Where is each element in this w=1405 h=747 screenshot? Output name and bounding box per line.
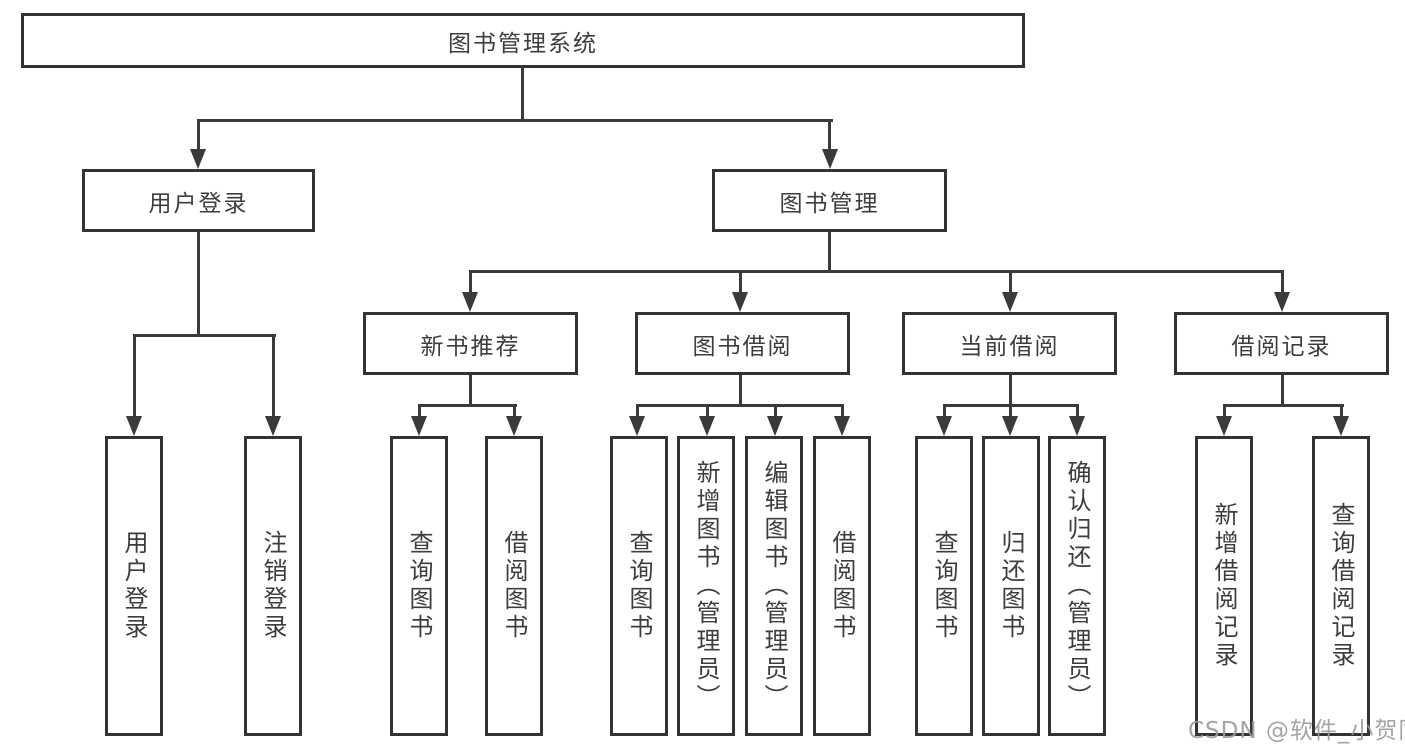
node-label: 编辑图书（管理员） [760, 460, 788, 712]
arrowhead-down [1002, 292, 1018, 312]
connector-line [197, 119, 200, 151]
connector-line [197, 119, 833, 122]
node-label: 新增图书（管理员） [692, 460, 720, 712]
node-leaf-return-books: 归还图书 [982, 436, 1040, 736]
arrowhead-down [506, 416, 522, 436]
node-leaf-query-books-recommend: 查询图书 [390, 436, 448, 736]
connector-line [1281, 375, 1284, 406]
arrowhead-down [834, 416, 850, 436]
connector-line [133, 334, 136, 418]
node-label: 查询图书 [930, 530, 958, 642]
connector-line [1009, 375, 1012, 406]
connector-line [521, 68, 524, 121]
arrowhead-down [411, 416, 427, 436]
node-leaf-user-login: 用户登录 [105, 436, 163, 736]
arrowhead-down [1333, 416, 1349, 436]
arrowhead-down [1216, 416, 1232, 436]
node-label: 查询借阅记录 [1327, 502, 1355, 670]
connector-line [469, 375, 472, 406]
arrowhead-down [629, 416, 645, 436]
node-label: 查询图书 [625, 530, 653, 642]
node-label: 图书管理 [779, 190, 880, 217]
connector-line [133, 334, 276, 337]
connector-line [469, 270, 1284, 273]
node-label: 借阅记录 [1231, 333, 1332, 360]
arrowhead-down [767, 416, 783, 436]
arrowhead-down [190, 149, 206, 169]
arrowhead-down [1069, 416, 1085, 436]
connector-line [1076, 404, 1079, 420]
connector-line [1340, 404, 1343, 420]
connector-line [706, 404, 709, 420]
connector-line [943, 404, 946, 420]
connector-line [636, 404, 844, 407]
connector-line [197, 232, 200, 336]
node-book-management-system: 图书管理系统 [21, 13, 1025, 68]
node-leaf-edit-books-admin: 编辑图书（管理员） [745, 436, 803, 736]
node-label: 图书管理系统 [448, 30, 598, 57]
node-leaf-query-books-current: 查询图书 [915, 436, 973, 736]
connector-line [739, 375, 742, 406]
node-label: 注销登录 [259, 530, 287, 642]
node-label: 用户登录 [148, 190, 249, 217]
connector-line [739, 270, 742, 295]
node-leaf-logout: 注销登录 [244, 436, 302, 736]
node-user-login: 用户登录 [82, 169, 315, 232]
node-label: 查询图书 [405, 530, 433, 642]
connector-line [1009, 404, 1012, 420]
arrowhead-down [265, 416, 281, 436]
connector-line [1009, 270, 1012, 295]
arrowhead-down [699, 416, 715, 436]
node-leaf-confirm-return-admin: 确认归还（管理员） [1048, 436, 1106, 736]
csdn-watermark: CSDN @软件_小贺同学 [1188, 718, 1405, 744]
arrowhead-down [1002, 416, 1018, 436]
node-current-borrowing: 当前借阅 [902, 312, 1117, 375]
connector-line [418, 404, 517, 407]
node-label: 当前借阅 [959, 333, 1060, 360]
connector-line [774, 404, 777, 420]
node-label: 新书推荐 [420, 333, 521, 360]
arrowhead-down [822, 149, 838, 169]
node-book-management: 图书管理 [712, 169, 947, 232]
node-book-borrowing: 图书借阅 [635, 312, 850, 375]
node-new-book-recommendation: 新书推荐 [363, 312, 578, 375]
node-label: 借阅图书 [500, 530, 528, 642]
node-leaf-query-borrow-record: 查询借阅记录 [1312, 436, 1370, 736]
node-leaf-query-books-borrowing: 查询图书 [610, 436, 668, 736]
arrowhead-down [732, 292, 748, 312]
connector-line [418, 404, 421, 420]
connector-line [1223, 404, 1344, 407]
arrowhead-down [936, 416, 952, 436]
node-leaf-borrow-books: 借阅图书 [813, 436, 871, 736]
node-label: 确认归还（管理员） [1063, 460, 1091, 712]
node-label: 归还图书 [997, 530, 1025, 642]
node-label: 新增借阅记录 [1210, 502, 1238, 670]
connector-line [1281, 270, 1284, 295]
connector-line [469, 270, 472, 295]
connector-line [828, 232, 831, 273]
connector-line [272, 334, 275, 418]
node-leaf-add-borrow-record: 新增借阅记录 [1195, 436, 1253, 736]
node-leaf-add-books-admin: 新增图书（管理员） [677, 436, 735, 736]
connector-line [636, 404, 639, 420]
arrowhead-down [462, 292, 478, 312]
connector-line [1223, 404, 1226, 420]
connector-line [513, 404, 516, 420]
node-leaf-borrow-books-recommend: 借阅图书 [485, 436, 543, 736]
arrowhead-down [1274, 292, 1290, 312]
node-borrowing-records: 借阅记录 [1174, 312, 1389, 375]
connector-line [828, 119, 831, 151]
node-label: 借阅图书 [828, 530, 856, 642]
node-label: 图书借阅 [692, 333, 793, 360]
arrowhead-down [126, 416, 142, 436]
node-label: 用户登录 [120, 530, 148, 642]
connector-line [841, 404, 844, 420]
